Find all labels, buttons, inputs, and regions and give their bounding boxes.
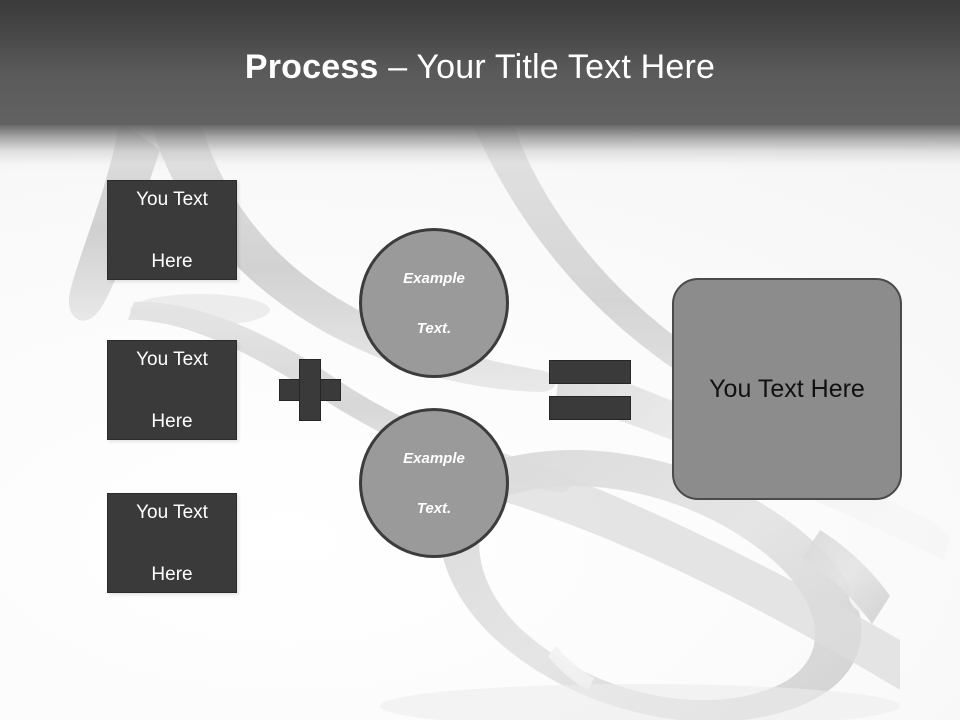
input-box-3-line1: You Text bbox=[136, 501, 208, 523]
input-box-2-line2: Here bbox=[151, 410, 193, 432]
page-title-rest: Your Title Text Here bbox=[416, 48, 716, 86]
page-title: Process – Your Title Text Here bbox=[0, 47, 960, 87]
page-title-bold: Process bbox=[244, 48, 379, 86]
page-title-separator: – bbox=[378, 48, 417, 86]
input-box-1-line1: You Text bbox=[136, 188, 208, 210]
title-band bbox=[0, 0, 960, 125]
example-circle-2-line1: Example bbox=[403, 449, 465, 467]
equals-bottom-bar bbox=[549, 396, 631, 420]
input-box-2-line1: You Text bbox=[136, 348, 208, 370]
equals-operator-icon bbox=[549, 360, 631, 420]
equals-top-bar bbox=[549, 360, 631, 384]
result-box[interactable]: You Text Here bbox=[672, 278, 902, 500]
input-box-1-line2: Here bbox=[151, 250, 193, 272]
result-box-label: You Text Here bbox=[709, 374, 865, 403]
input-box-3-line2: Here bbox=[151, 563, 193, 585]
example-circle-1-line1: Example bbox=[403, 269, 465, 287]
example-circle-2-line2: Text. bbox=[416, 499, 452, 517]
example-circle-1-line2: Text. bbox=[416, 319, 452, 337]
plus-operator-icon bbox=[279, 359, 341, 421]
plus-vertical-bar bbox=[299, 359, 321, 421]
